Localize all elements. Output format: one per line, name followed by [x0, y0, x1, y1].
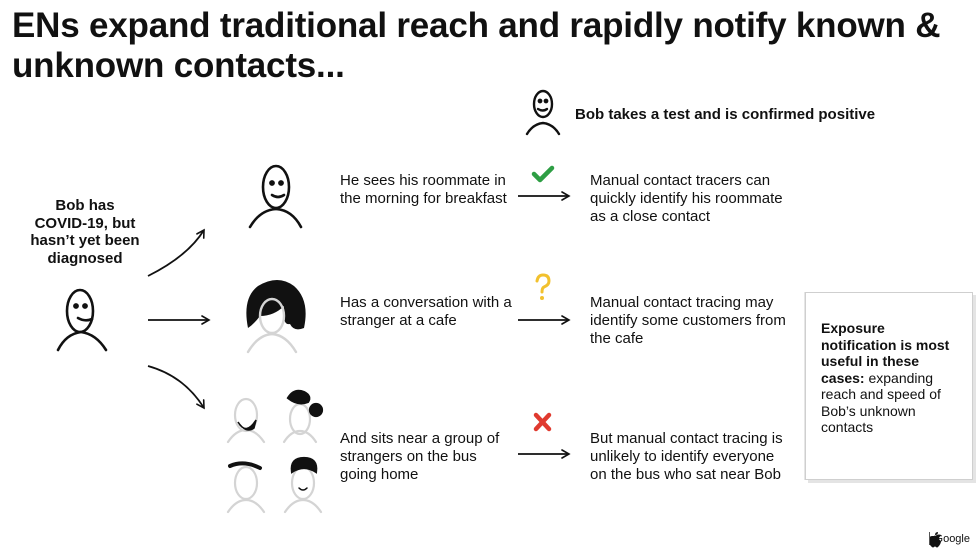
row1-outcome: Manual contact tracers can quickly ident…: [590, 172, 783, 225]
callout-body-text: expanding reach and speed of Bob’s unkno…: [821, 369, 941, 436]
page-title: ENs expand traditional reach and rapidly…: [12, 6, 941, 85]
x-icon: [533, 412, 552, 432]
check-icon: [531, 165, 555, 183]
arrow-to-roommate: [147, 228, 205, 277]
apple-logo-icon: [929, 532, 941, 548]
exposure-notification-callout: Exposure notification is most useful in …: [805, 292, 973, 480]
roommate-figure: [248, 164, 303, 229]
row2-outcome: Manual contact tracing may identify some…: [590, 294, 786, 347]
row3-event: And sits near a group of strangers on th…: [340, 430, 500, 483]
bob-figure: [56, 288, 108, 352]
question-icon: [535, 273, 551, 300]
footer-logos: Google: [912, 532, 970, 545]
bus-strangers-group: [226, 389, 324, 514]
bob-description: Bob has COVID-19, but hasn’t yet been di…: [30, 197, 140, 267]
footer-divider: [928, 532, 930, 545]
google-wordmark: Google: [934, 532, 970, 545]
arrow-to-bus: [147, 365, 205, 410]
stranger-cafe-figure: [246, 280, 306, 354]
row3-outcome: But manual contact tracing is unlikely t…: [590, 430, 783, 483]
bob-test-figure: [525, 89, 561, 136]
row2-event: Has a conversation with a stranger at a …: [340, 294, 512, 329]
callout-bold-text: Exposure notification is most useful in …: [821, 320, 950, 386]
row1-event: He sees his roommate in the morning for …: [340, 172, 507, 207]
test-label: Bob takes a test and is confirmed positi…: [575, 106, 876, 123]
